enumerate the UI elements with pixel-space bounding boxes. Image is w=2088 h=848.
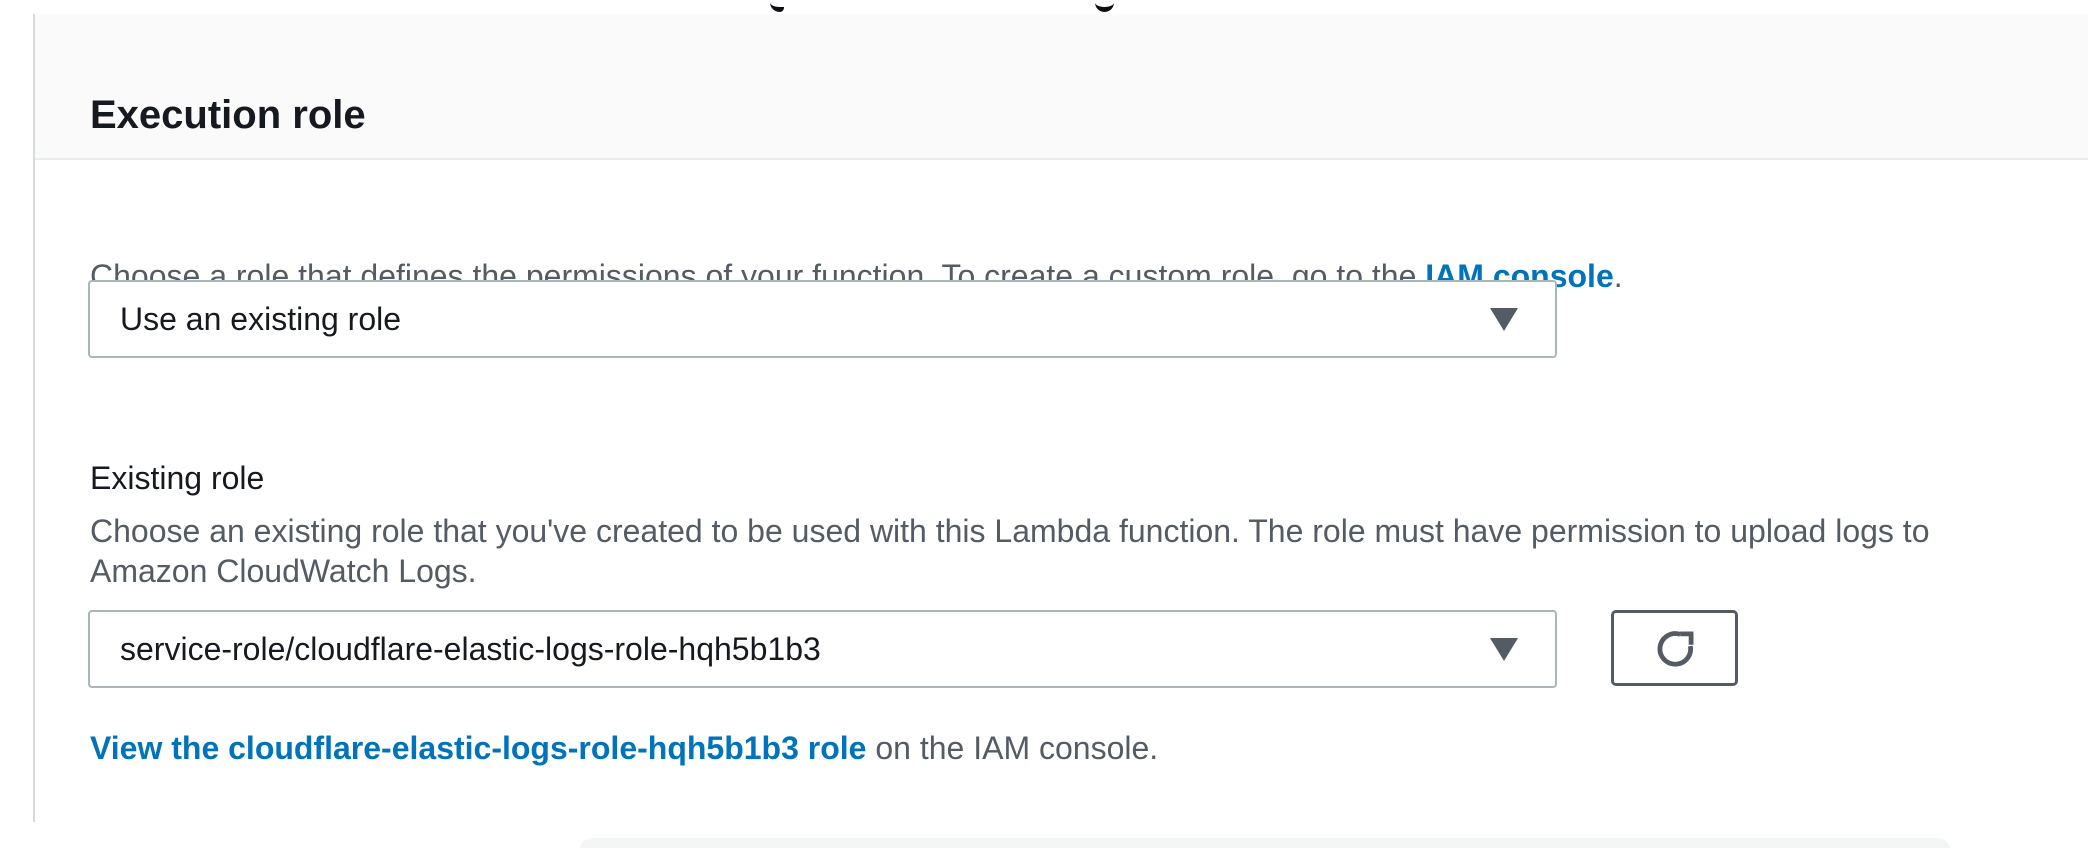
cropped-text-artifact xyxy=(770,0,784,12)
existing-role-select[interactable]: service-role/cloudflare-elastic-logs-rol… xyxy=(88,610,1557,688)
description-line-2: Amazon CloudWatch Logs. xyxy=(90,553,477,589)
caret-down-icon xyxy=(1490,638,1518,661)
existing-role-label: Existing role xyxy=(90,460,265,496)
execution-role-card: Execution role Choose a role that define… xyxy=(33,14,2088,822)
refresh-icon xyxy=(1657,631,1693,667)
view-role-link[interactable]: View the cloudflare-elastic-logs-role-hq… xyxy=(90,730,867,766)
intro-text-after: . xyxy=(1613,258,1623,294)
existing-role-select-value: service-role/cloudflare-elastic-logs-rol… xyxy=(120,630,821,667)
card-title: Execution role xyxy=(90,93,366,138)
caret-down-icon xyxy=(1490,308,1518,331)
cropped-text-artifact xyxy=(1095,0,1114,12)
description-line-1: Choose an existing role that you've crea… xyxy=(90,513,1930,549)
card-body: Choose a role that defines the permissio… xyxy=(35,160,2088,822)
view-role-line: View the cloudflare-elastic-logs-role-hq… xyxy=(90,728,1158,768)
view-role-suffix: on the IAM console. xyxy=(866,730,1159,766)
card-header: Execution role xyxy=(35,14,2088,160)
existing-role-description: Choose an existing role that you've crea… xyxy=(90,511,1929,591)
role-type-select[interactable]: Use an existing role xyxy=(88,280,1557,358)
refresh-roles-button[interactable] xyxy=(1611,610,1738,686)
next-section-edge xyxy=(580,838,1950,848)
role-type-select-value: Use an existing role xyxy=(120,300,402,337)
